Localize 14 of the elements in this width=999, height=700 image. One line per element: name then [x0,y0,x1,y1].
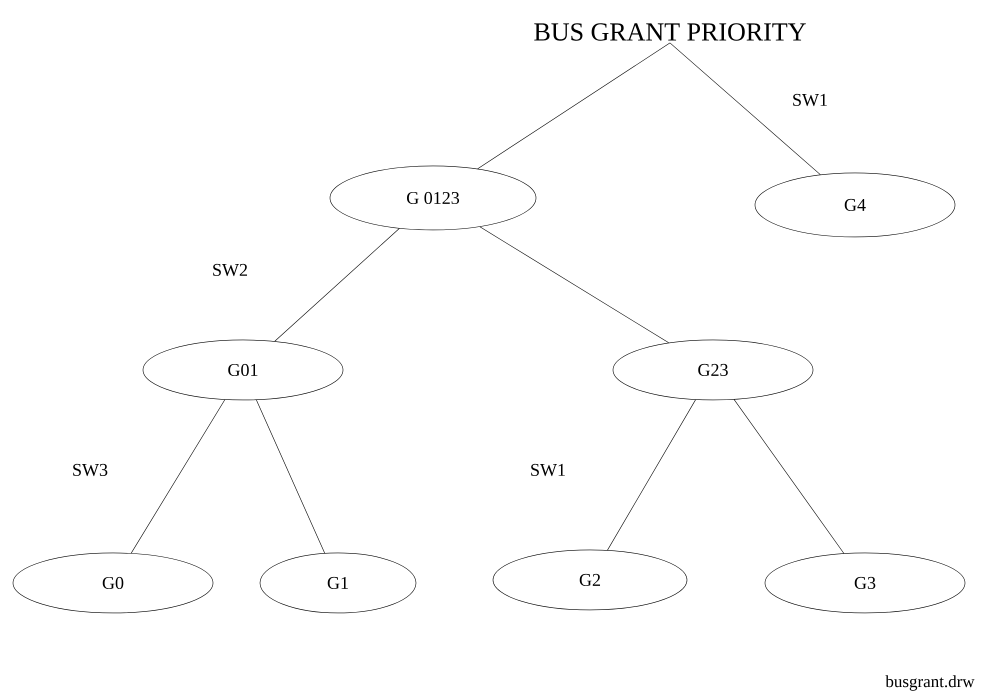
connector-line [274,228,400,342]
edge-label: SW1 [531,464,565,476]
connector-line [477,42,670,170]
title-text: BUS GRANT PRIORITY [534,23,806,41]
connector-line [480,226,670,344]
connector-line [734,399,844,554]
edge-label: SW1 [793,94,827,106]
connector-line [670,42,821,175]
edge-label: SW3 [73,464,108,476]
file-name: busgrant.drw [885,675,975,691]
edge-label: SW2 [213,264,248,276]
connector-line [256,400,325,554]
connector-line [130,399,226,554]
connector-line [607,400,696,550]
